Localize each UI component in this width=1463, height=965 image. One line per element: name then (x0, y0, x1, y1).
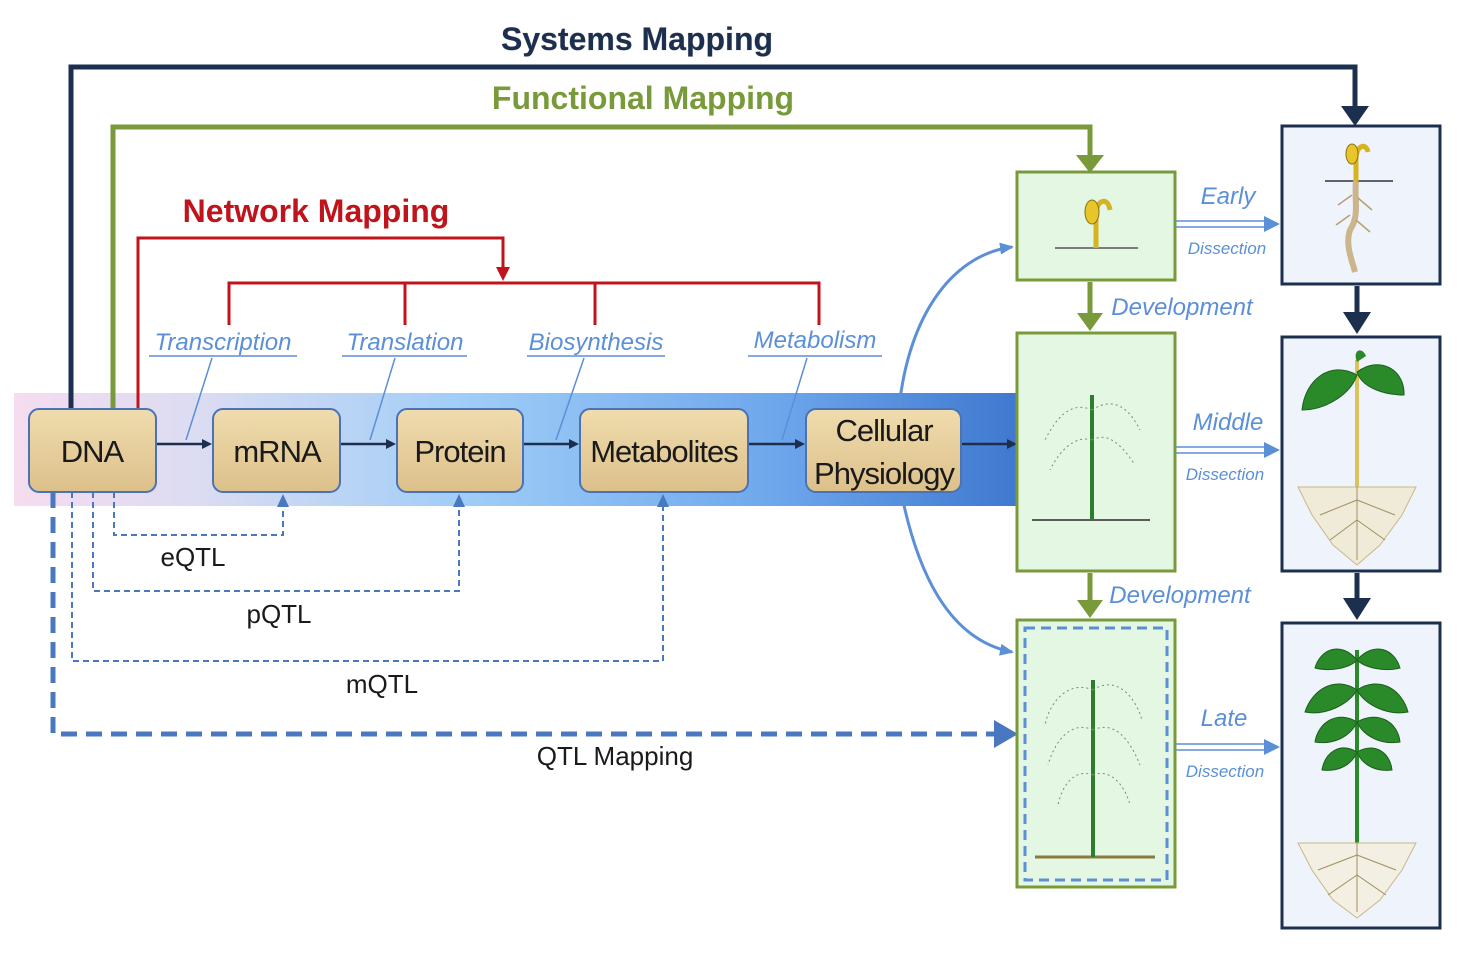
functional-mapping-route (110, 124, 1104, 410)
cellular-physiology-box: Cellular Physiology (805, 408, 962, 493)
dissection-label-early: Dissection (1188, 239, 1266, 258)
young-plant-sketch-icon (1032, 395, 1150, 521)
process-transcription: Transcription (155, 329, 292, 356)
network-mapping-title: Network Mapping (183, 193, 450, 229)
early-stage-panel (1015, 170, 1177, 282)
qtl-mapping-route (50, 492, 1018, 748)
dna-box: DNA (28, 408, 157, 493)
dna-label: DNA (61, 434, 125, 469)
development-label-1: Development (1111, 294, 1254, 321)
curved-arrows (896, 242, 1014, 656)
mrna-label: mRNA (233, 434, 322, 469)
early-dissection-panel (1280, 124, 1442, 286)
protein-label: Protein (414, 434, 505, 469)
mature-plant-icon (1297, 648, 1417, 919)
functional-mapping-title: Functional Mapping (492, 80, 794, 116)
qtl-mapping-label: QTL Mapping (537, 741, 694, 771)
young-plant-icon (1297, 350, 1417, 566)
development-label-2: Development (1109, 582, 1252, 609)
process-metabolism: Metabolism (754, 327, 877, 354)
late-dissection-panel (1280, 621, 1442, 930)
dissection-arrowheads (1264, 216, 1280, 755)
network-mapping-route (136, 236, 821, 410)
process-translation: Translation (347, 329, 464, 356)
seedling-root-icon (1325, 143, 1393, 273)
late-label: Late (1201, 705, 1248, 732)
pqtl-label: pQTL (246, 599, 311, 629)
qtl-routes (71, 492, 664, 662)
mrna-box: mRNA (212, 408, 341, 493)
physiology-label: Physiology (814, 456, 955, 491)
dissection-arrows (1176, 220, 1268, 751)
middle-dissection-panel (1280, 335, 1442, 573)
metabolites-label: Metabolites (590, 434, 738, 469)
late-stage-panel (1015, 618, 1177, 889)
early-label: Early (1201, 183, 1258, 210)
cellular-label: Cellular (835, 413, 933, 448)
seedling-early-icon (1055, 198, 1138, 249)
mqtl-label: mQTL (346, 669, 418, 699)
development-arrows (1077, 282, 1103, 618)
systems-mapping-route (68, 64, 1369, 410)
middle-label: Middle (1193, 409, 1264, 436)
mature-plant-sketch-icon (1035, 680, 1155, 859)
systems-stage-arrows (1343, 286, 1371, 620)
systems-mapping-title: Systems Mapping (501, 21, 773, 57)
metabolites-box: Metabolites (579, 408, 749, 493)
middle-stage-panel (1015, 331, 1177, 573)
eqtl-label: eQTL (160, 542, 225, 572)
process-biosynthesis: Biosynthesis (529, 329, 664, 356)
dissection-label-late: Dissection (1186, 762, 1264, 781)
process-labels: Transcription Translation Biosynthesis M… (149, 327, 882, 441)
dissection-label-middle: Dissection (1186, 465, 1264, 484)
protein-box: Protein (396, 408, 524, 493)
qtl-arrowheads (277, 494, 669, 507)
